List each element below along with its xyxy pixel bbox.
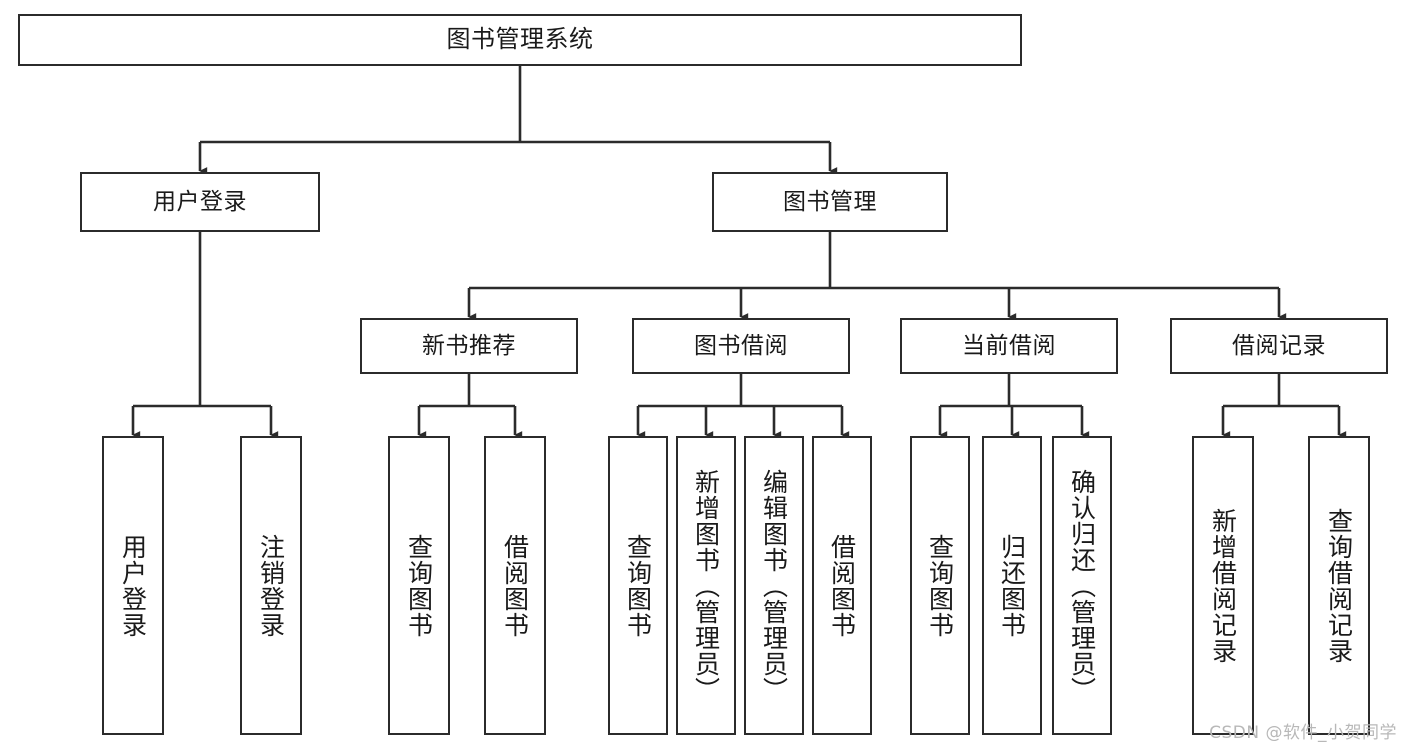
node-label: 新增图书（管理员）: [691, 468, 721, 703]
node-label: 归还图书: [997, 533, 1027, 638]
node-leaf-1[interactable]: 用户登录: [102, 436, 164, 735]
node-label: 确认归还（管理员）: [1067, 468, 1097, 703]
node-leaf-5[interactable]: 查询图书: [608, 436, 668, 735]
node-label: 注销登录: [256, 533, 286, 638]
node-leaf-12[interactable]: 新增借阅记录: [1192, 436, 1254, 735]
node-new-book-rec[interactable]: 新书推荐: [360, 318, 578, 374]
node-label: 新书推荐: [422, 332, 516, 359]
node-label: 编辑图书（管理员）: [759, 468, 789, 703]
node-book-borrow[interactable]: 图书借阅: [632, 318, 850, 374]
node-leaf-7[interactable]: 编辑图书（管理员）: [744, 436, 804, 735]
node-leaf-2[interactable]: 注销登录: [240, 436, 302, 735]
node-label: 用户登录: [118, 533, 148, 638]
node-label: 查询借阅记录: [1324, 507, 1354, 664]
node-leaf-8[interactable]: 借阅图书: [812, 436, 872, 735]
node-borrow-log[interactable]: 借阅记录: [1170, 318, 1388, 374]
node-label: 借阅记录: [1232, 332, 1326, 359]
node-label: 新增借阅记录: [1208, 507, 1238, 664]
node-root[interactable]: 图书管理系统: [18, 14, 1022, 66]
node-leaf-6[interactable]: 新增图书（管理员）: [676, 436, 736, 735]
node-label: 查询图书: [925, 533, 955, 638]
node-label: 查询图书: [404, 533, 434, 638]
node-leaf-11[interactable]: 确认归还（管理员）: [1052, 436, 1112, 735]
node-leaf-13[interactable]: 查询借阅记录: [1308, 436, 1370, 735]
node-label: 图书借阅: [694, 332, 788, 359]
node-label: 图书管理: [783, 188, 877, 215]
node-label: 图书管理系统: [446, 25, 594, 54]
node-label: 当前借阅: [962, 332, 1056, 359]
node-leaf-9[interactable]: 查询图书: [910, 436, 970, 735]
node-label: 借阅图书: [827, 533, 857, 638]
node-leaf-3[interactable]: 查询图书: [388, 436, 450, 735]
node-label: 用户登录: [153, 188, 247, 215]
node-label: 借阅图书: [500, 533, 530, 638]
node-book-manage[interactable]: 图书管理: [712, 172, 948, 232]
node-cur-borrow[interactable]: 当前借阅: [900, 318, 1118, 374]
node-user-login[interactable]: 用户登录: [80, 172, 320, 232]
node-leaf-10[interactable]: 归还图书: [982, 436, 1042, 735]
node-leaf-4[interactable]: 借阅图书: [484, 436, 546, 735]
node-label: 查询图书: [623, 533, 653, 638]
